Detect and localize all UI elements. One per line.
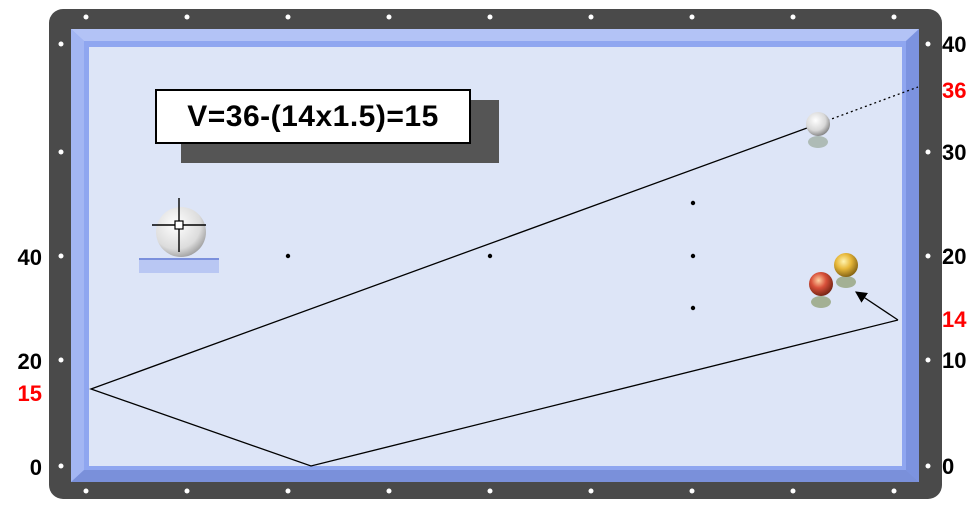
cushion-shade-left [71,29,84,482]
left-rail-diamonds [58,41,64,469]
left-scale-20: 20 [17,349,42,374]
cloth-spots [285,200,696,311]
path-end-arrow [855,291,899,321]
cushion-shade-top [71,29,919,41]
cushion-shade-right [906,29,919,482]
right-scale-10: 10 [942,348,967,373]
left-scale-0: 0 [29,455,42,480]
cushion-shade-bottom [71,470,919,482]
cue-ball-path [89,123,899,467]
right-rail-diamonds [925,41,931,469]
yellow-ball [834,253,858,288]
left-scale-marked-value: 15 [17,381,42,406]
right-scale-marked-14: 14 [942,307,967,332]
right-scale-marked-36: 36 [942,78,967,103]
right-scale-40: 40 [942,32,967,57]
formula-text: V=36-(14x1.5)=15 [187,99,439,133]
crosshair-ball-icon [139,198,219,273]
right-scale-20: 20 [942,244,967,269]
top-rail-diamonds [83,14,897,20]
left-scale-40: 40 [17,245,42,270]
right-scale-30: 30 [942,140,967,165]
formula-box: V=36-(14x1.5)=15 [155,89,471,144]
red-ball [809,272,833,308]
cue-ball [806,112,830,148]
right-scale-0: 0 [942,454,955,479]
bottom-rail-diamonds [83,488,897,494]
